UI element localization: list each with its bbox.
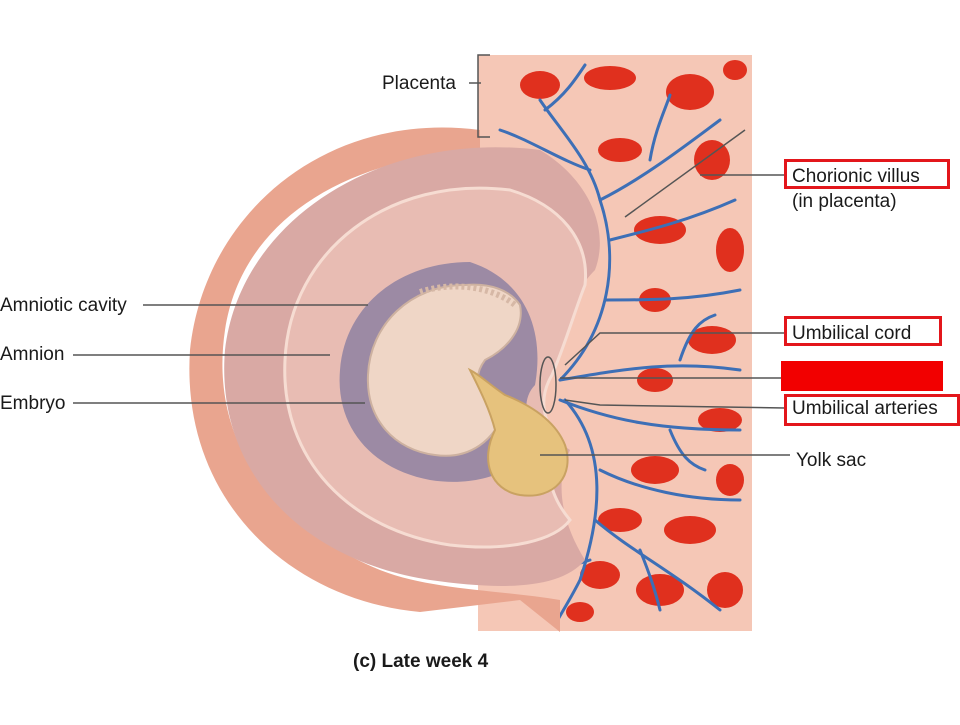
label-amnion: Amnion: [0, 344, 65, 365]
umbilical-cord-ellipse: [539, 356, 557, 414]
highlight-box-umbilical-cord: [784, 316, 942, 346]
hidden-label-box: [781, 361, 943, 391]
label-amniotic-cavity: Amniotic cavity: [0, 295, 127, 316]
embryo-somites: [419, 283, 517, 308]
label-chorionic-villus-sub: (in placenta): [792, 191, 897, 212]
label-chorionic-villus: Chorionic villus: [792, 166, 920, 187]
label-embryo: Embryo: [0, 393, 66, 414]
label-umbilical-arteries: Umbilical arteries: [792, 398, 938, 419]
label-placenta: Placenta: [382, 73, 456, 94]
leader-lines: [73, 54, 790, 456]
figure-caption: (c) Late week 4: [353, 651, 489, 672]
label-umbilical-cord: Umbilical cord: [792, 323, 912, 344]
yolk-sac-shape: [467, 367, 569, 497]
highlight-box-umbilical-arteries: [784, 394, 960, 426]
label-yolk-sac: Yolk sac: [796, 450, 867, 471]
highlight-box-chorionic-villus: [784, 159, 950, 189]
